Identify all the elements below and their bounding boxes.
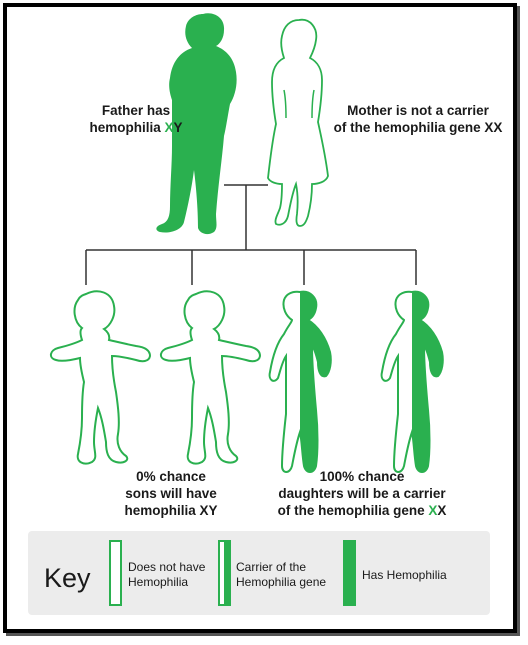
pedigree-lines bbox=[86, 185, 416, 285]
son-1-silhouette bbox=[51, 291, 150, 463]
son-2-silhouette bbox=[161, 291, 260, 463]
key-icon-affected bbox=[343, 540, 356, 606]
father-y-chromosome: Y bbox=[174, 120, 183, 135]
daughter-1-silhouette bbox=[270, 292, 331, 472]
daughters-label-line3: of the hemophilia gene XX bbox=[262, 502, 462, 519]
key-title: Key bbox=[44, 563, 91, 594]
father-label-prefix: hemophilia bbox=[89, 120, 164, 135]
father-x-chromosome: X bbox=[164, 120, 173, 135]
mother-label: Mother is not a carrier of the hemophili… bbox=[328, 102, 508, 136]
key-label-affected: Has Hemophilia bbox=[362, 568, 447, 583]
key-icon-not-affected bbox=[109, 540, 122, 606]
key-label-not-affected-line2: Hemophilia bbox=[128, 575, 188, 589]
key-label-affected-line1: Has Hemophilia bbox=[362, 568, 447, 582]
daughters-x-chromosome-normal: X bbox=[437, 503, 446, 518]
sons-label-line3: hemophilia XY bbox=[96, 502, 246, 519]
sons-label: 0% chance sons will have hemophilia XY bbox=[96, 468, 246, 519]
key-label-carrier-line2: Hemophilia gene bbox=[236, 575, 326, 589]
daughters-label-prefix: of the hemophilia gene bbox=[278, 503, 429, 518]
key-label-carrier-line1: Carrier of the bbox=[236, 560, 306, 574]
mother-silhouette bbox=[268, 20, 328, 226]
father-label: Father has hemophilia XY bbox=[86, 102, 186, 136]
mother-label-line1: Mother is not a carrier bbox=[328, 102, 508, 119]
daughter-2-silhouette bbox=[382, 292, 443, 472]
key-label-not-affected-line1: Does not have bbox=[128, 560, 205, 574]
sons-label-line1: 0% chance bbox=[96, 468, 246, 485]
key-label-not-affected: Does not have Hemophilia bbox=[128, 560, 205, 590]
sons-label-line2: sons will have bbox=[96, 485, 246, 502]
daughters-label: 100% chance daughters will be a carrier … bbox=[262, 468, 462, 519]
key-label-carrier: Carrier of the Hemophilia gene bbox=[236, 560, 326, 590]
daughters-label-line2: daughters will be a carrier bbox=[262, 485, 462, 502]
daughters-label-line1: 100% chance bbox=[262, 468, 462, 485]
father-label-line2: hemophilia XY bbox=[86, 119, 186, 136]
father-label-line1: Father has bbox=[86, 102, 186, 119]
mother-label-line2: of the hemophilia gene XX bbox=[328, 119, 508, 136]
key-icon-carrier bbox=[218, 540, 231, 606]
